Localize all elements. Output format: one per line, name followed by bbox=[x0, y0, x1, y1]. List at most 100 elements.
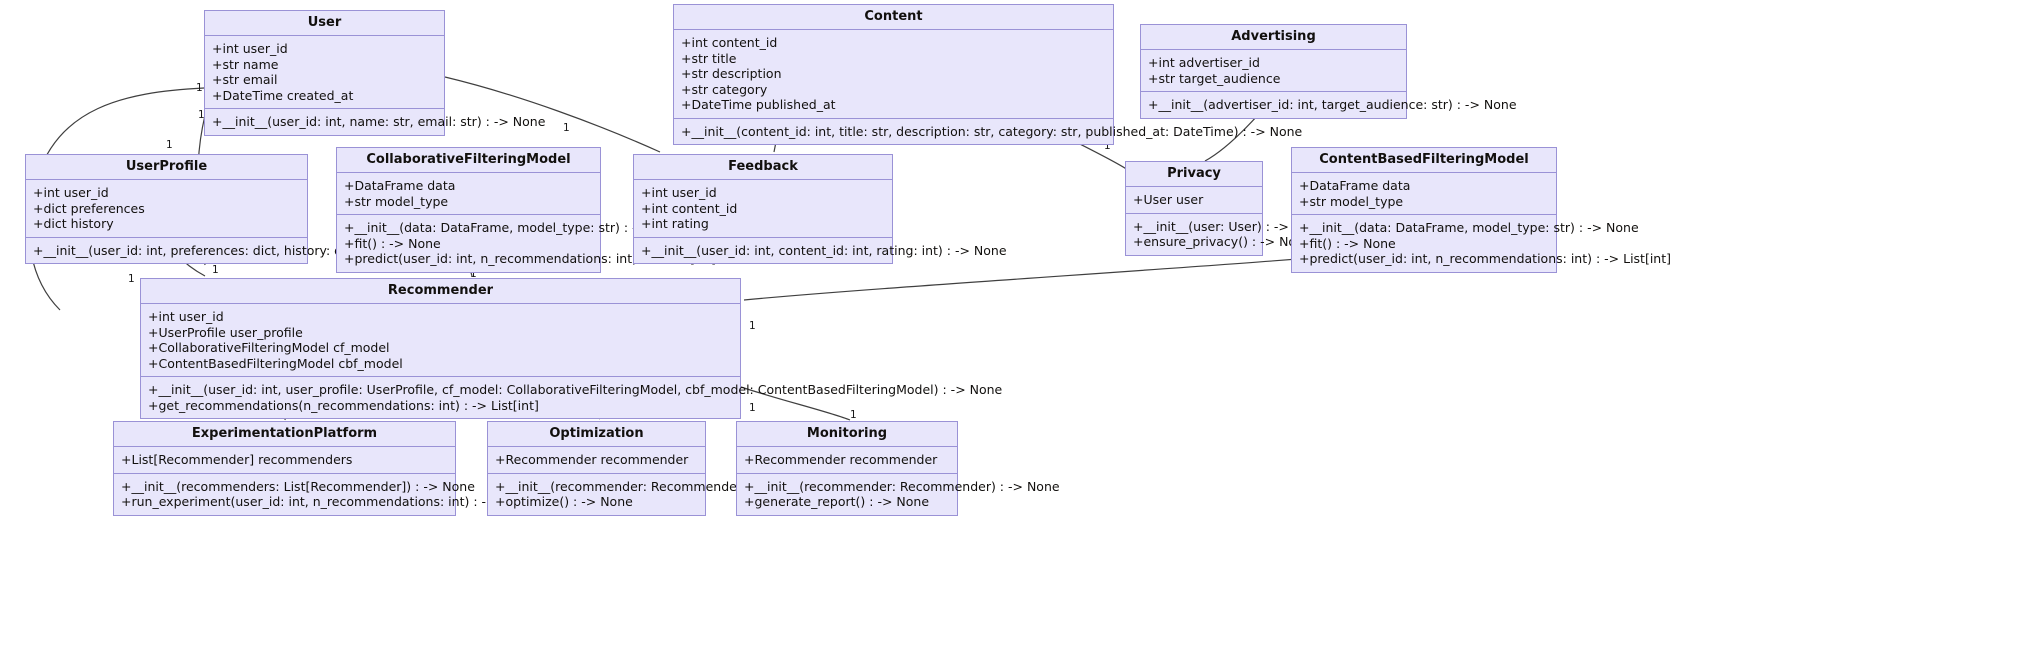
method-row: +__init__(data: DataFrame, model_type: s… bbox=[344, 220, 684, 235]
method-row: +__init__(user_id: int, user_profile: Us… bbox=[148, 382, 1003, 397]
class-title-feedback: Feedback bbox=[634, 155, 892, 180]
class-box-user[interactable]: User+int user_id+str name+str email+Date… bbox=[204, 10, 546, 136]
attribute-row: +ContentBasedFilteringModel cbf_model bbox=[148, 355, 403, 371]
attribute-row: +int rating bbox=[641, 216, 709, 231]
attribute-row: +int user_id bbox=[148, 309, 224, 324]
attribute-row: +DateTime published_at bbox=[681, 97, 836, 112]
method-row: +__init__(advertiser_id: int, target_aud… bbox=[1148, 97, 1517, 112]
methods-section-optimization: +__init__(recommender: Recommender) : ->… bbox=[488, 473, 811, 515]
methods-section-experimentation: +__init__(recommenders: List[Recommender… bbox=[114, 473, 608, 515]
class-title-userprofile: UserProfile bbox=[26, 155, 307, 180]
class-box-privacy[interactable]: Privacy+User user+__init__(user: User) :… bbox=[1125, 161, 1326, 256]
class-title-monitoring: Monitoring bbox=[737, 422, 957, 447]
attribute-row: +str model_type bbox=[344, 193, 449, 209]
attribute-row: +DateTime created_at bbox=[212, 87, 354, 103]
attribute-row: +int advertiser_id bbox=[1148, 55, 1260, 70]
multiplicity-label: 1 bbox=[470, 268, 477, 280]
class-title-content: Content bbox=[674, 5, 1113, 30]
methods-section-monitoring: +__init__(recommender: Recommender) : ->… bbox=[737, 473, 1060, 515]
attribute-row: +int content_id bbox=[641, 200, 738, 216]
attribute-row: +Recommender recommender bbox=[495, 452, 689, 467]
method-row: +__init__(data: DataFrame, model_type: s… bbox=[1299, 220, 1639, 235]
attribute-row: +int content_id bbox=[681, 35, 778, 50]
method-row: +__init__(recommender: Recommender) : ->… bbox=[744, 478, 1060, 494]
attributes-section-privacy: +User user bbox=[1126, 187, 1262, 214]
class-box-optimization[interactable]: Optimization +Recommender recommender +__i… bbox=[487, 421, 811, 516]
method-row: +__init__(user_id: int, name: str, email… bbox=[212, 114, 546, 129]
class-box-experimentation[interactable]: ExperimentationPlatform +List[Recommender… bbox=[113, 421, 608, 516]
attribute-row: +str title bbox=[681, 50, 737, 66]
attributes-section-content: +int content_id+str title+str descriptio… bbox=[674, 30, 1113, 119]
attribute-row: +str target_audience bbox=[1148, 70, 1281, 86]
method-row: +fit() : -> None bbox=[1299, 235, 1396, 251]
class-title-cbfmodel: ContentBasedFilteringModel bbox=[1292, 148, 1556, 173]
attributes-section-cfmodel: +DataFrame data+str model_type bbox=[337, 173, 600, 215]
attributes-section-userprofile: +int user_id+dict preferences+dict histo… bbox=[26, 180, 307, 238]
attributes-section-recommender: +int user_id+UserProfile user_profile+Co… bbox=[141, 304, 740, 377]
attribute-row: +UserProfile user_profile bbox=[148, 324, 303, 340]
attribute-row: +int user_id bbox=[33, 185, 109, 200]
method-row: +__init__(user_id: int, content_id: int,… bbox=[641, 242, 1007, 258]
class-box-cbfmodel[interactable]: ContentBasedFilteringModel+DataFrame dat… bbox=[1291, 147, 1672, 273]
methods-section-cbfmodel: +__init__(data: DataFrame, model_type: s… bbox=[1292, 215, 1672, 272]
attribute-row: +str category bbox=[681, 81, 768, 97]
attribute-row: +dict history bbox=[33, 216, 114, 231]
attributes-section-feedback: +int user_id+int content_id+int rating bbox=[634, 180, 892, 238]
attribute-row: +List[Recommender] recommenders bbox=[121, 452, 353, 467]
class-title-recommender: Recommender bbox=[141, 279, 740, 304]
attributes-section-cbfmodel: +DataFrame data+str model_type bbox=[1292, 173, 1556, 215]
attribute-row: +User user bbox=[1133, 192, 1204, 207]
class-box-cfmodel[interactable]: CollaborativeFilteringModel+DataFrame da… bbox=[336, 147, 717, 273]
multiplicity-label: 1 bbox=[749, 402, 756, 414]
attribute-row: +str email bbox=[212, 72, 278, 87]
multiplicity-label: 1 bbox=[212, 264, 219, 276]
method-row: +ensure_privacy() : -> None bbox=[1133, 234, 1312, 249]
multiplicity-label: 1 bbox=[850, 409, 857, 421]
method-row: +__init__(recommender: Recommender) : ->… bbox=[495, 478, 811, 494]
method-row: +predict(user_id: int, n_recommendations… bbox=[344, 251, 717, 266]
attribute-row: +int user_id bbox=[641, 185, 717, 200]
methods-section-recommender: +__init__(user_id: int, user_profile: Us… bbox=[141, 377, 1003, 418]
attribute-row: +str description bbox=[681, 66, 782, 81]
attributes-section-optimization: +Recommender recommender bbox=[488, 447, 705, 474]
attribute-row: +str name bbox=[212, 56, 279, 72]
methods-section-user: +__init__(user_id: int, name: str, email… bbox=[205, 109, 546, 135]
methods-section-advertising: +__init__(advertiser_id: int, target_aud… bbox=[1141, 92, 1517, 118]
attributes-section-user: +int user_id+str name+str email+DateTime… bbox=[205, 36, 444, 109]
method-row: +generate_report() : -> None bbox=[744, 494, 930, 509]
class-box-recommender[interactable]: Recommender+int user_id+UserProfile user… bbox=[140, 278, 1003, 419]
multiplicity-label: 1 bbox=[166, 139, 173, 151]
attribute-row: +str model_type bbox=[1299, 193, 1404, 209]
multiplicity-label: 1 bbox=[749, 320, 756, 332]
methods-section-userprofile: +__init__(user_id: int, preferences: dic… bbox=[26, 237, 426, 263]
class-title-user: User bbox=[205, 11, 444, 36]
class-title-optimization: Optimization bbox=[488, 422, 705, 447]
attribute-row: +CollaborativeFilteringModel cf_model bbox=[148, 340, 390, 355]
method-row: +__init__(recommenders: List[Recommender… bbox=[121, 478, 475, 494]
class-title-cfmodel: CollaborativeFilteringModel bbox=[337, 148, 600, 173]
multiplicity-label: 1 bbox=[1104, 140, 1111, 152]
method-row: +predict(user_id: int, n_recommendations… bbox=[1299, 251, 1672, 266]
methods-section-feedback: +__init__(user_id: int, content_id: int,… bbox=[634, 237, 1007, 263]
class-box-monitoring[interactable]: Monitoring+Recommender recommender+__ini… bbox=[736, 421, 1060, 516]
class-box-advertising[interactable]: Advertising +int advertiser_id+str target… bbox=[1140, 24, 1517, 119]
attributes-section-experimentation: +List[Recommender] recommenders bbox=[114, 447, 455, 474]
method-row: +run_experiment(user_id: int, n_recommen… bbox=[121, 494, 608, 509]
multiplicity-label: 1 bbox=[563, 122, 570, 134]
attribute-row: +DataFrame data bbox=[344, 178, 456, 193]
method-row: +__init__(user_id: int, preferences: dic… bbox=[33, 242, 426, 258]
class-box-content[interactable]: Content+int content_id+str title+str des… bbox=[673, 4, 1302, 145]
class-title-experimentation: ExperimentationPlatform bbox=[114, 422, 455, 447]
multiplicity-label: 1 bbox=[196, 82, 203, 94]
class-box-feedback[interactable]: Feedback+int user_id+int content_id+int … bbox=[633, 154, 1007, 264]
multiplicity-label: 1 bbox=[128, 273, 135, 285]
method-row: +fit() : -> None bbox=[344, 235, 441, 251]
method-row: +__init__(user: User) : -> None bbox=[1133, 218, 1326, 234]
method-row: +get_recommendations(n_recommendations: … bbox=[148, 397, 539, 413]
multiplicity-label: 1 bbox=[198, 109, 205, 121]
class-box-userprofile[interactable]: UserProfile+int user_id+dict preferences… bbox=[25, 154, 426, 264]
methods-section-content: +__init__(content_id: int, title: str, d… bbox=[674, 118, 1302, 144]
class-title-advertising: Advertising bbox=[1141, 25, 1406, 50]
attribute-row: +DataFrame data bbox=[1299, 178, 1411, 193]
